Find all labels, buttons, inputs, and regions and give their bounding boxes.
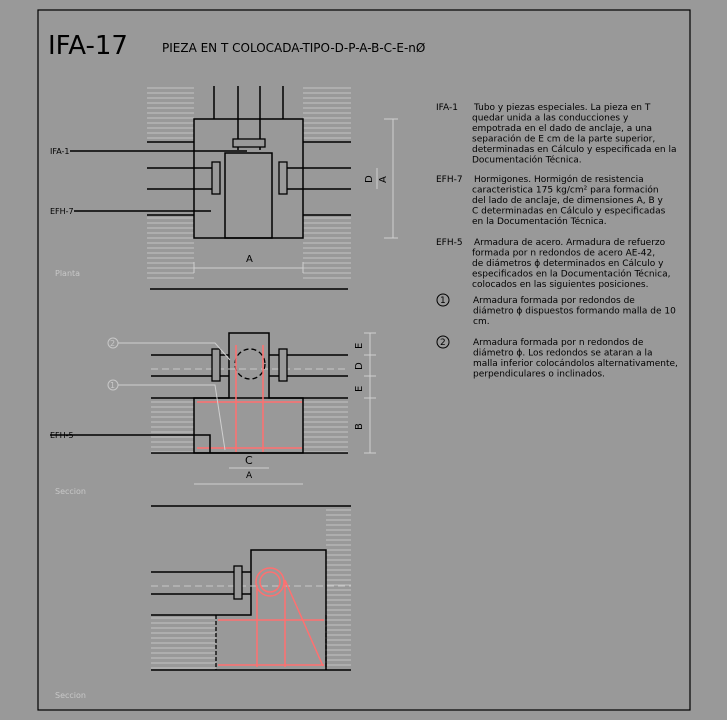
- note-line: del lado de anclaje, de dimensiones A, B…: [472, 196, 663, 206]
- dim-a: A: [246, 254, 253, 265]
- note-line: separación de E cm de la parte superior,: [472, 134, 655, 145]
- note-code: 1: [440, 296, 446, 306]
- drawing-code: IFA-17: [48, 31, 128, 61]
- note-line: especificados en la Documentación Técnic…: [472, 269, 670, 280]
- note-line: determinadas en Cálculo y especificada e…: [472, 145, 677, 155]
- flange-icon: [278, 161, 288, 195]
- dim-c: C: [245, 454, 253, 467]
- drawing-title: PIEZA EN T COLOCADA-TIPO-D-P-A-B-C-E-nØ: [162, 41, 425, 55]
- note-line: cm.: [473, 317, 490, 327]
- note-line: colocados en las siguientes posiciones.: [472, 280, 648, 290]
- note-line: quedar unida a las conducciones y: [472, 114, 629, 124]
- dim-e-mid: E: [354, 386, 365, 392]
- note-line: Tubo y piezas especiales. La pieza en T: [473, 103, 651, 113]
- note-line: empotrada en el dado de anclaje, a una: [472, 124, 652, 134]
- note-line: C determinadas en Cálculo y especificada…: [472, 207, 666, 217]
- note-line: en la Documentación Técnica.: [472, 216, 607, 227]
- view-label-seccion-1: Seccion: [55, 487, 86, 496]
- dim-b: B: [354, 423, 365, 430]
- note-line: perpendiculares o inclinados.: [473, 370, 605, 380]
- view-label-seccion-2: Seccion: [55, 691, 86, 700]
- view-label-planta: Planta: [55, 269, 80, 278]
- ground-hatching: [147, 87, 351, 669]
- dim-a: A: [246, 471, 253, 481]
- sheet-border: [37, 9, 691, 711]
- note-line: formada por n redondos de acero AE-42,: [472, 249, 655, 259]
- note-code: IFA-1: [436, 103, 458, 113]
- callout-ifa1: IFA-1: [50, 147, 70, 156]
- position-marker-icon: [436, 293, 450, 307]
- note-line: Hormigones. Hormigón de resistencia: [474, 174, 644, 185]
- note-line: Armadura formada por redondos de: [473, 296, 635, 306]
- note-line: Armadura formada por n redondos de: [473, 338, 644, 348]
- note-line: diámetro ϕ. Los redondos se ataran a la: [473, 349, 653, 359]
- note-line: malla inferior colocándolos alternativam…: [473, 359, 678, 369]
- section-view-1: EFH-5 2 1 C A E D E B Seccion: [50, 332, 376, 507]
- dim-e-top: E: [354, 343, 365, 349]
- plan-view: IFA-1 EFH-7 A D A Planta: [50, 86, 398, 290]
- note-code: EFH-5: [436, 238, 463, 248]
- section-view-2: Seccion: [55, 549, 351, 700]
- position-marker-icon: [436, 335, 450, 349]
- note-code: 2: [440, 338, 446, 348]
- marker-2: 2: [110, 339, 115, 348]
- flange-icon: [232, 138, 266, 148]
- flange-icon: [211, 161, 221, 195]
- note-code: EFH-7: [436, 175, 463, 185]
- flange-icon: [278, 348, 288, 382]
- marker-1: 1: [110, 381, 115, 390]
- flange-icon: [233, 565, 243, 600]
- pipe-section-icon: [234, 348, 266, 380]
- note-line: caracteristica 175 kg/cm² para formación: [472, 185, 659, 196]
- note-line: de diámetros ϕ determinados en Cálculo y: [472, 259, 664, 269]
- note-line: Documentación Técnica.: [472, 155, 582, 166]
- note-line: Armadura de acero. Armadura de refuerzo: [474, 238, 666, 248]
- note-line: diámetro ϕ dispuestos formando malla de …: [473, 307, 676, 317]
- flange-icon: [211, 348, 221, 382]
- dim-d: D: [364, 175, 375, 183]
- callout-efh5: EFH-5: [50, 431, 74, 440]
- dim-d: D: [354, 362, 365, 370]
- callout-efh7: EFH-7: [50, 207, 74, 216]
- dim-a-right: A: [378, 176, 389, 183]
- notes-legend: IFA-1 Tubo y piezas especiales. La pieza …: [436, 103, 678, 380]
